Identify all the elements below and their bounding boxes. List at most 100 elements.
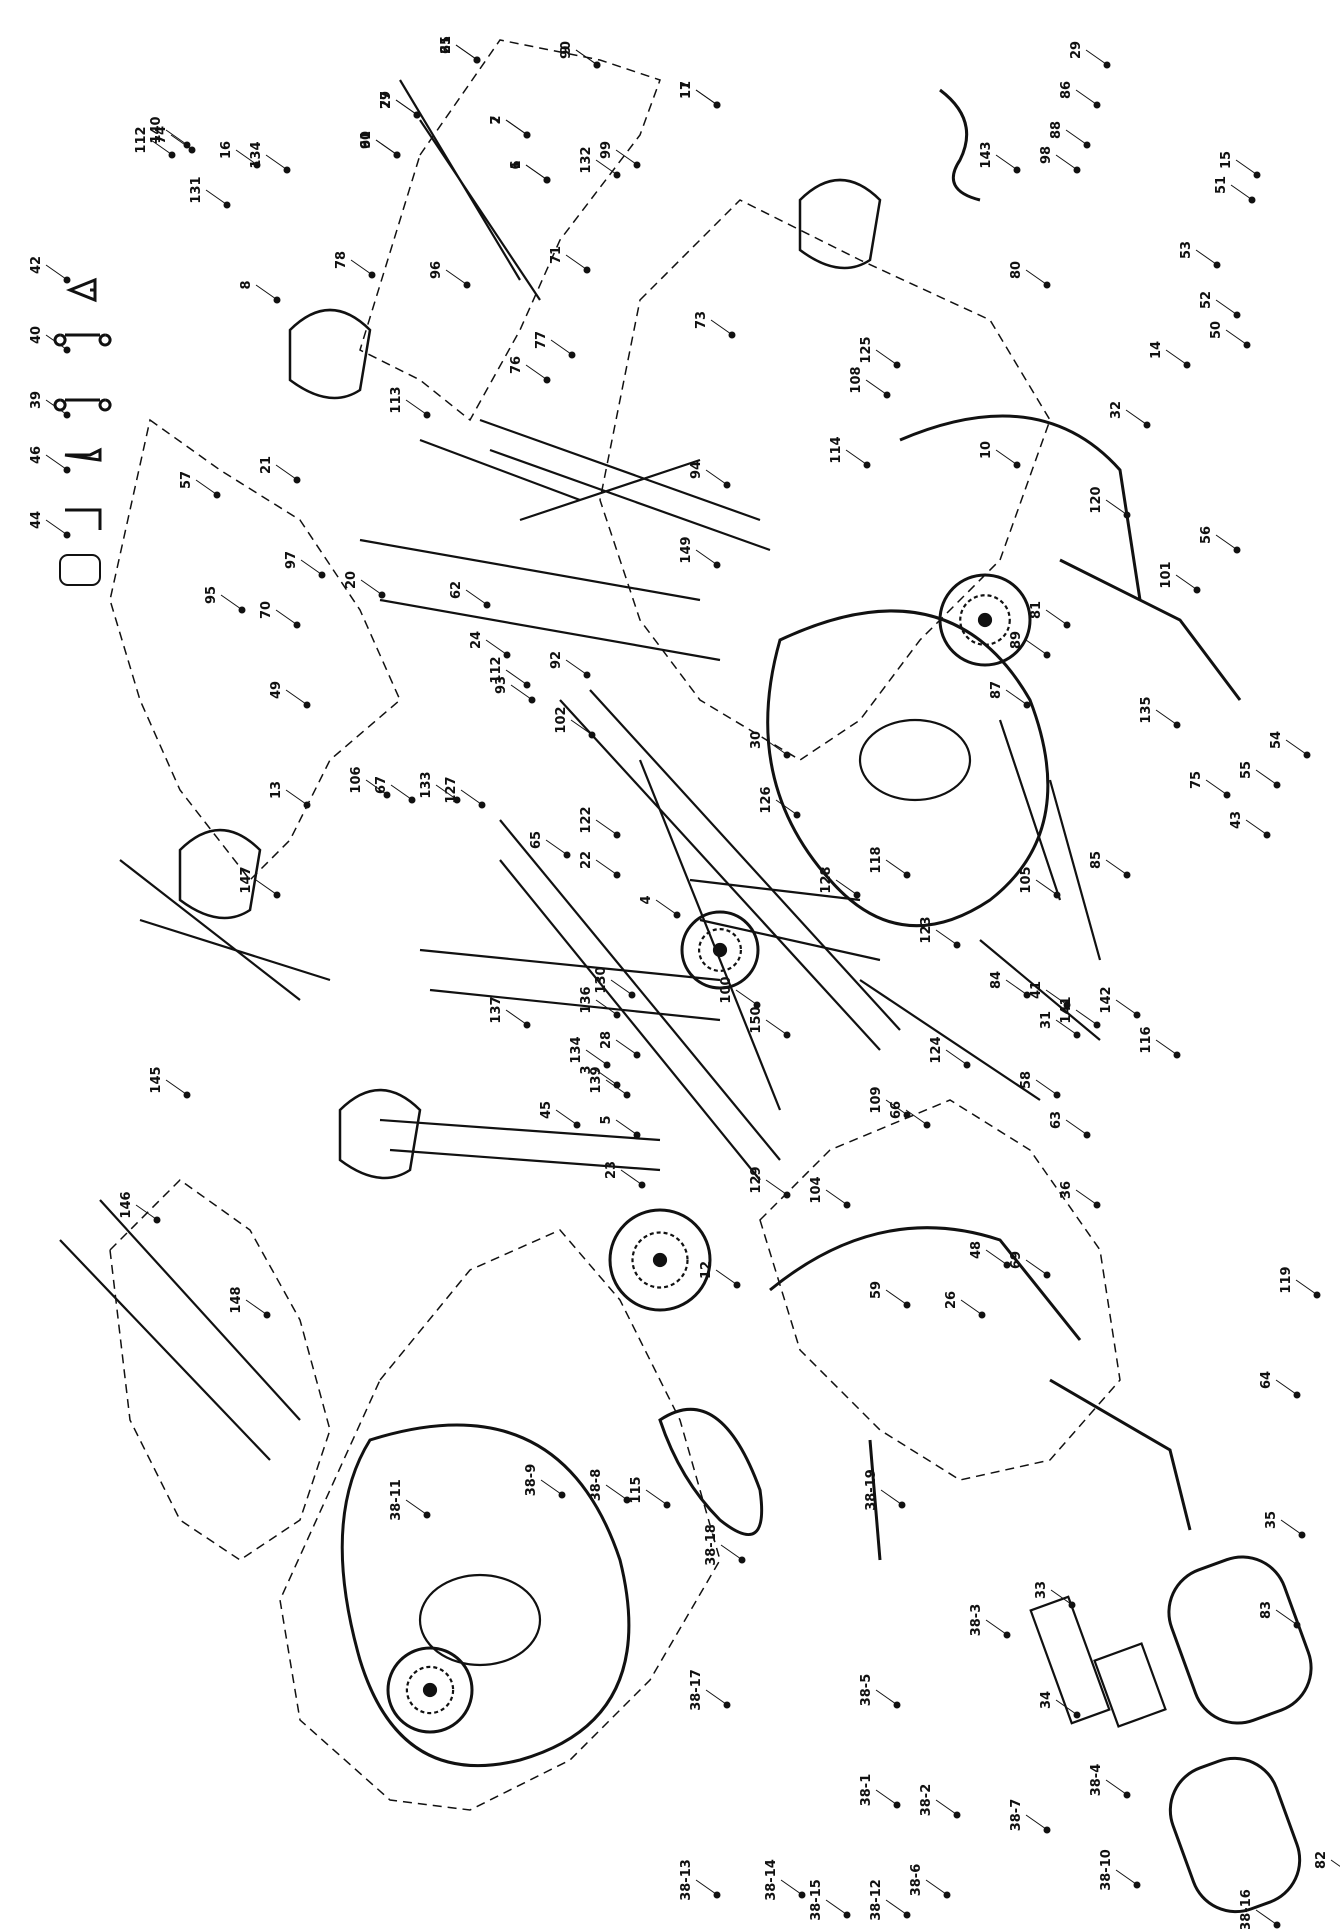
part-number-label: 36 bbox=[1059, 1181, 1074, 1199]
leader-dot bbox=[943, 1891, 951, 1899]
diagram-linework bbox=[45, 39, 1340, 1929]
part-number-label: 113 bbox=[389, 386, 404, 413]
leader-line bbox=[1025, 1259, 1047, 1275]
frame-tube bbox=[489, 448, 771, 552]
leader-dot bbox=[893, 361, 901, 369]
leader-line bbox=[1255, 769, 1277, 785]
part-number-label: 31 bbox=[1039, 1011, 1054, 1029]
part-number-label: 135 bbox=[1139, 696, 1154, 723]
leader-line bbox=[885, 1289, 907, 1305]
leader-line bbox=[1165, 349, 1187, 365]
part-number-label: 83 bbox=[1259, 1601, 1274, 1619]
drive-belt bbox=[658, 1408, 764, 1537]
flywheel-hub bbox=[652, 1252, 668, 1268]
frame-tube bbox=[419, 948, 721, 982]
pedal bbox=[338, 1088, 422, 1180]
leader-dot bbox=[798, 1891, 806, 1899]
part-number-label: 92 bbox=[549, 651, 564, 669]
leader-dot bbox=[568, 351, 576, 359]
part-number-label: 40 bbox=[29, 326, 44, 344]
frame-tube bbox=[519, 458, 701, 522]
leader-dot bbox=[563, 851, 571, 859]
leader-dot bbox=[633, 161, 641, 169]
leader-line bbox=[1025, 269, 1047, 285]
leader-dot bbox=[543, 376, 551, 384]
frame-tube bbox=[59, 1239, 271, 1461]
frame-tube bbox=[699, 918, 881, 962]
leader-dot bbox=[1233, 546, 1241, 554]
leader-line bbox=[1115, 1869, 1137, 1885]
part-number-label: 99 bbox=[599, 141, 614, 159]
leader-dot bbox=[273, 891, 281, 899]
leader-dot bbox=[1023, 991, 1031, 999]
leader-line bbox=[1105, 499, 1127, 515]
part-number-label: 65 bbox=[529, 831, 544, 849]
frame-tube bbox=[499, 819, 781, 1161]
part-number-label: 64 bbox=[1259, 1371, 1274, 1389]
leader-dot bbox=[613, 1011, 621, 1019]
leader-dot bbox=[1123, 1791, 1131, 1799]
flywheel-rim bbox=[405, 1665, 455, 1715]
tool-icon bbox=[64, 447, 102, 462]
cover-opening bbox=[858, 718, 972, 802]
leader-dot bbox=[383, 791, 391, 799]
leader-line bbox=[875, 349, 897, 365]
part-number-label: 55 bbox=[1239, 761, 1254, 779]
part-number-label: 106 bbox=[349, 766, 364, 793]
part-number-label: 28 bbox=[599, 1031, 614, 1049]
leader-dot bbox=[1133, 1881, 1141, 1889]
leader-dot bbox=[783, 1031, 791, 1039]
leader-dot bbox=[453, 796, 461, 804]
part-number-label: 94 bbox=[689, 461, 704, 479]
leader-dot bbox=[1103, 61, 1111, 69]
leader-dot bbox=[1313, 1291, 1321, 1299]
leader-dot bbox=[723, 481, 731, 489]
leader-line bbox=[735, 989, 757, 1005]
leader-line bbox=[265, 154, 287, 170]
leader-line bbox=[945, 1049, 967, 1065]
leader-dot bbox=[893, 1801, 901, 1809]
leader-line bbox=[1050, 1589, 1072, 1605]
handlebar-lower bbox=[769, 1226, 1082, 1341]
part-number-label: 101 bbox=[1159, 561, 1174, 588]
leader-line bbox=[605, 1484, 627, 1500]
leader-line bbox=[885, 1099, 907, 1115]
leader-line bbox=[565, 659, 587, 675]
tool-icon bbox=[65, 277, 97, 303]
leader-dot bbox=[638, 1181, 646, 1189]
part-number-label: 7 bbox=[489, 115, 504, 124]
leader-line bbox=[525, 164, 547, 180]
leader-line bbox=[1215, 299, 1237, 315]
part-number-label: 22 bbox=[579, 851, 594, 869]
leader-dot bbox=[213, 491, 221, 499]
group-outline bbox=[759, 1099, 1121, 1481]
flywheel-rim bbox=[631, 1231, 689, 1289]
leader-dot bbox=[1123, 871, 1131, 879]
part-number-label: 112 bbox=[134, 126, 149, 153]
part-number-label: 42 bbox=[29, 256, 44, 274]
part-number-label: 136 bbox=[579, 986, 594, 1013]
leader-line bbox=[705, 469, 727, 485]
leader-dot bbox=[713, 101, 721, 109]
part-number-label: 97 bbox=[284, 551, 299, 569]
part-number-label: 10 bbox=[979, 441, 994, 459]
leader-dot bbox=[283, 166, 291, 174]
leader-dot bbox=[898, 1501, 906, 1509]
part-number-label: 44 bbox=[29, 511, 44, 529]
leader-line bbox=[935, 1799, 957, 1815]
part-number-label: 4 bbox=[639, 895, 654, 904]
frame-tube bbox=[429, 988, 721, 1022]
tool-icon bbox=[53, 398, 112, 412]
leader-line bbox=[1125, 409, 1147, 425]
side-cover-right bbox=[766, 609, 1050, 928]
leader-dot bbox=[483, 601, 491, 609]
part-number-label: 57 bbox=[179, 471, 194, 489]
console-upper bbox=[1167, 1555, 1313, 1725]
leader-dot bbox=[318, 571, 326, 579]
leader-line bbox=[845, 449, 867, 465]
leader-line bbox=[300, 559, 322, 575]
part-number-label: 9 bbox=[559, 45, 574, 54]
leader-dot bbox=[503, 651, 511, 659]
leader-dot bbox=[963, 1061, 971, 1069]
leader-dot bbox=[1173, 1051, 1181, 1059]
